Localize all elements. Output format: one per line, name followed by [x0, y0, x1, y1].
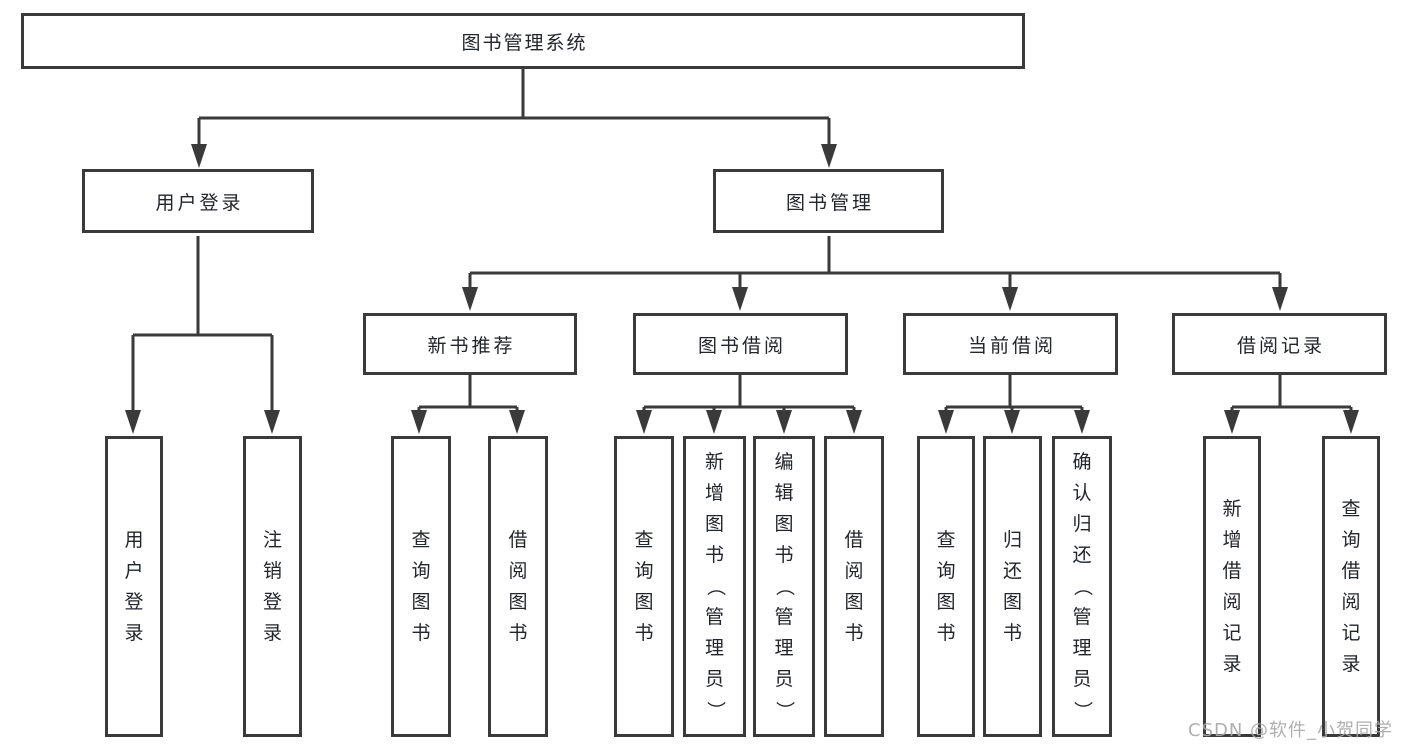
node-label: 图书管理系统	[461, 31, 588, 54]
node-label: 借阅记录	[1236, 334, 1325, 357]
node-borrowing-records: 借阅记录	[1172, 313, 1387, 375]
connector-current-borrowing-to-leaves	[944, 375, 1084, 414]
node-label: 借阅图书	[508, 528, 528, 644]
connector-book-borrowing-to-leaves	[642, 375, 856, 414]
node-label: 注销登录	[262, 528, 282, 644]
arrowhead-icon	[1002, 287, 1018, 311]
node-label: 新增图书（管理员）	[704, 451, 726, 720]
arrowhead-icon	[706, 410, 722, 434]
node-label: 查询借阅记录	[1341, 497, 1361, 675]
node-label: 编辑图书（管理员）	[773, 451, 796, 720]
arrowhead-icon	[1224, 410, 1240, 434]
connector-new-book-rec-to-leaves	[417, 375, 519, 414]
node-leaf-borrow-books-recommend: 借阅图书	[488, 436, 548, 737]
arrowhead-icon	[1074, 410, 1090, 434]
node-label: 查询图书	[936, 528, 956, 644]
node-label: 新书推荐	[427, 334, 516, 357]
node-label: 归还图书	[1002, 528, 1022, 644]
connector-book-mgmt-to-level3	[468, 236, 1282, 292]
arrowhead-icon	[509, 410, 525, 434]
arrowhead-icon	[462, 287, 478, 311]
node-label: 确认归还（管理员）	[1071, 451, 1094, 720]
node-leaf-edit-books-admin: 编辑图书（管理员）	[753, 436, 815, 737]
node-leaf-confirm-return-admin: 确认归还（管理员）	[1052, 436, 1112, 737]
node-leaf-add-books-admin: 新增图书（管理员）	[683, 436, 746, 737]
connector-borrowing-records-to-leaves	[1230, 375, 1353, 414]
arrowhead-icon	[732, 287, 748, 311]
node-book-borrowing: 图书借阅	[633, 313, 848, 375]
node-leaf-query-borrow-record: 查询借阅记录	[1322, 436, 1380, 737]
node-book-management: 图书管理	[713, 169, 944, 233]
node-library-management-system: 图书管理系统	[21, 13, 1025, 69]
connector-strokes	[131, 69, 1353, 415]
connector-root-to-level2	[197, 69, 831, 150]
arrowhead-icon	[191, 144, 207, 168]
arrowhead-icon	[1004, 410, 1020, 434]
arrowhead-icon	[776, 410, 792, 434]
node-leaf-add-borrow-record: 新增借阅记录	[1203, 436, 1261, 737]
arrowhead-icon	[125, 410, 141, 434]
node-label: 借阅图书	[844, 528, 864, 644]
node-leaf-user-login: 用户登录	[105, 436, 163, 737]
node-label: 用户登录	[124, 528, 144, 644]
node-leaf-borrow-books-borrowing: 借阅图书	[824, 436, 884, 737]
node-leaf-return-books: 归还图书	[983, 436, 1042, 737]
node-label: 用户登录	[155, 191, 244, 214]
node-label: 查询图书	[411, 528, 431, 644]
node-leaf-query-books-current: 查询图书	[917, 436, 975, 737]
node-label: 查询图书	[634, 528, 654, 644]
node-current-borrowing: 当前借阅	[903, 313, 1118, 375]
node-user-login-module: 用户登录	[82, 169, 314, 233]
node-label: 当前借阅	[967, 334, 1056, 357]
node-label: 图书借阅	[697, 334, 786, 357]
arrowhead-icon	[264, 410, 280, 434]
node-label: 图书管理	[785, 191, 874, 214]
arrowhead-icon	[1343, 410, 1359, 434]
node-leaf-query-books-borrowing: 查询图书	[614, 436, 674, 737]
arrowhead-icon	[636, 410, 652, 434]
node-leaf-query-books-recommend: 查询图书	[391, 436, 451, 737]
node-label: 新增借阅记录	[1222, 497, 1242, 675]
arrowhead-icon	[821, 144, 837, 168]
arrowheads	[125, 144, 1359, 434]
arrowhead-icon	[1272, 287, 1288, 311]
node-new-book-recommend: 新书推荐	[363, 313, 577, 375]
csdn-watermark: CSDN @软件_小贺同学	[1188, 720, 1394, 741]
arrowhead-icon	[846, 410, 862, 434]
node-leaf-logout: 注销登录	[243, 436, 302, 737]
arrowhead-icon	[938, 410, 954, 434]
arrowhead-icon	[411, 410, 427, 434]
connector-user-login-to-leaves	[131, 236, 274, 415]
